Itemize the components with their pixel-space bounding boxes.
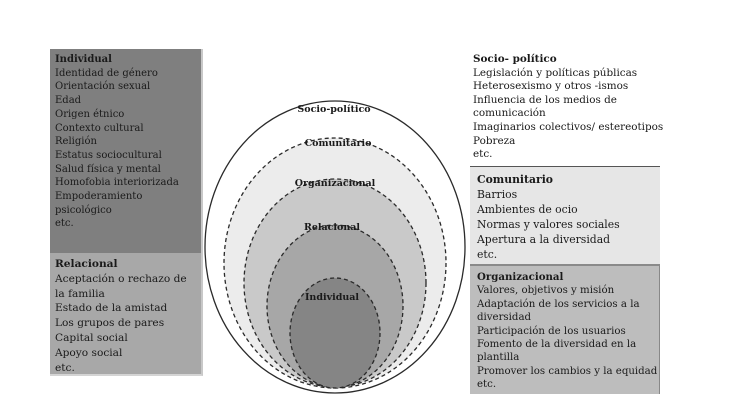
panel-item: Empoderamiento: [55, 191, 143, 203]
panel-item: Religión: [55, 136, 97, 148]
panel-item: psicológico: [55, 204, 112, 216]
panel-item: diversidad: [477, 312, 532, 324]
panel-item: Ambientes de ocio: [477, 202, 578, 216]
panel-relacional: Relacional Aceptación o rechazo de la fa…: [50, 253, 203, 376]
panel-item: plantilla: [477, 352, 520, 364]
panel-item: Los grupos de pares: [55, 317, 165, 330]
panel-item: Normas y valores sociales: [477, 217, 620, 231]
ring-label-relacional: Relacional: [304, 222, 360, 233]
panel-item: Pobreza: [473, 134, 516, 147]
ring-label-individual: Individual: [305, 292, 359, 303]
panel-item: Contexto cultural: [55, 122, 144, 134]
panel-item: Salud física y mental: [55, 163, 161, 175]
panel-individual-title: Individual: [55, 54, 112, 65]
panel-item: Legislación y políticas públicas: [473, 66, 638, 79]
panel-organizacional: Organizacional Valores, objetivos y misi…: [470, 264, 660, 394]
panel-item: Edad: [55, 95, 82, 107]
panel-item: Fomento de la diversidad en la: [477, 339, 637, 351]
ring-label-organizacional: Organizacional: [295, 178, 376, 189]
panel-item: Orientación sexual: [55, 81, 151, 93]
panel-item: Capital social: [55, 331, 128, 344]
panel-item: etc.: [477, 379, 497, 391]
panel-organizacional-title: Organizacional: [477, 271, 564, 283]
panel-item: Participación de los usuarios: [477, 325, 626, 337]
panel-item: etc.: [477, 247, 498, 261]
panel-item: etc.: [55, 361, 75, 374]
panel-item: Origen étnico: [55, 108, 125, 120]
panel-item: Apertura a la diversidad: [477, 232, 611, 246]
panel-sociopolitico: Socio- político Legislación y políticas …: [470, 50, 664, 166]
panel-item: etc.: [473, 148, 493, 161]
panel-comunitario: Comunitario Barrios Ambientes de ocio No…: [470, 166, 660, 264]
panel-item: Aceptación o rechazo de: [55, 272, 187, 285]
panel-comunitario-title: Comunitario: [477, 173, 553, 186]
ring-label-comunitario: Comunitario: [305, 138, 372, 149]
panel-item: Homofobia interiorizada: [55, 177, 179, 189]
panel-item: Promover los cambios y la equidad: [477, 365, 658, 377]
panel-relacional-title: Relacional: [55, 258, 118, 270]
panel-item: comunicación: [473, 107, 546, 120]
panel-item: Heterosexismo y otros -ismos: [473, 80, 629, 93]
panel-item: Adaptación de los servicios a la: [477, 298, 640, 310]
panel-item: Apoyo social: [55, 346, 123, 359]
panel-item: Identidad de género: [55, 67, 158, 79]
panel-item: Barrios: [477, 187, 518, 201]
panel-item: Influencia de los medios de: [473, 93, 617, 106]
panel-item: la familia: [55, 287, 105, 300]
panel-item: etc.: [55, 218, 74, 230]
panel-item: Imaginarios colectivos/ estereotipos: [473, 120, 664, 133]
panel-item: Valores, objetivos y misión: [477, 285, 615, 297]
ring-individual: [289, 277, 381, 389]
panel-item: Estado de la amistad: [55, 302, 168, 315]
ring-label-sociopolitico: Socio-político: [297, 104, 370, 115]
panel-item: Estatus sociocultural: [55, 149, 162, 161]
panel-sociopolitico-title: Socio- político: [473, 53, 557, 65]
panel-individual: Individual Identidad de género Orientaci…: [50, 49, 203, 253]
